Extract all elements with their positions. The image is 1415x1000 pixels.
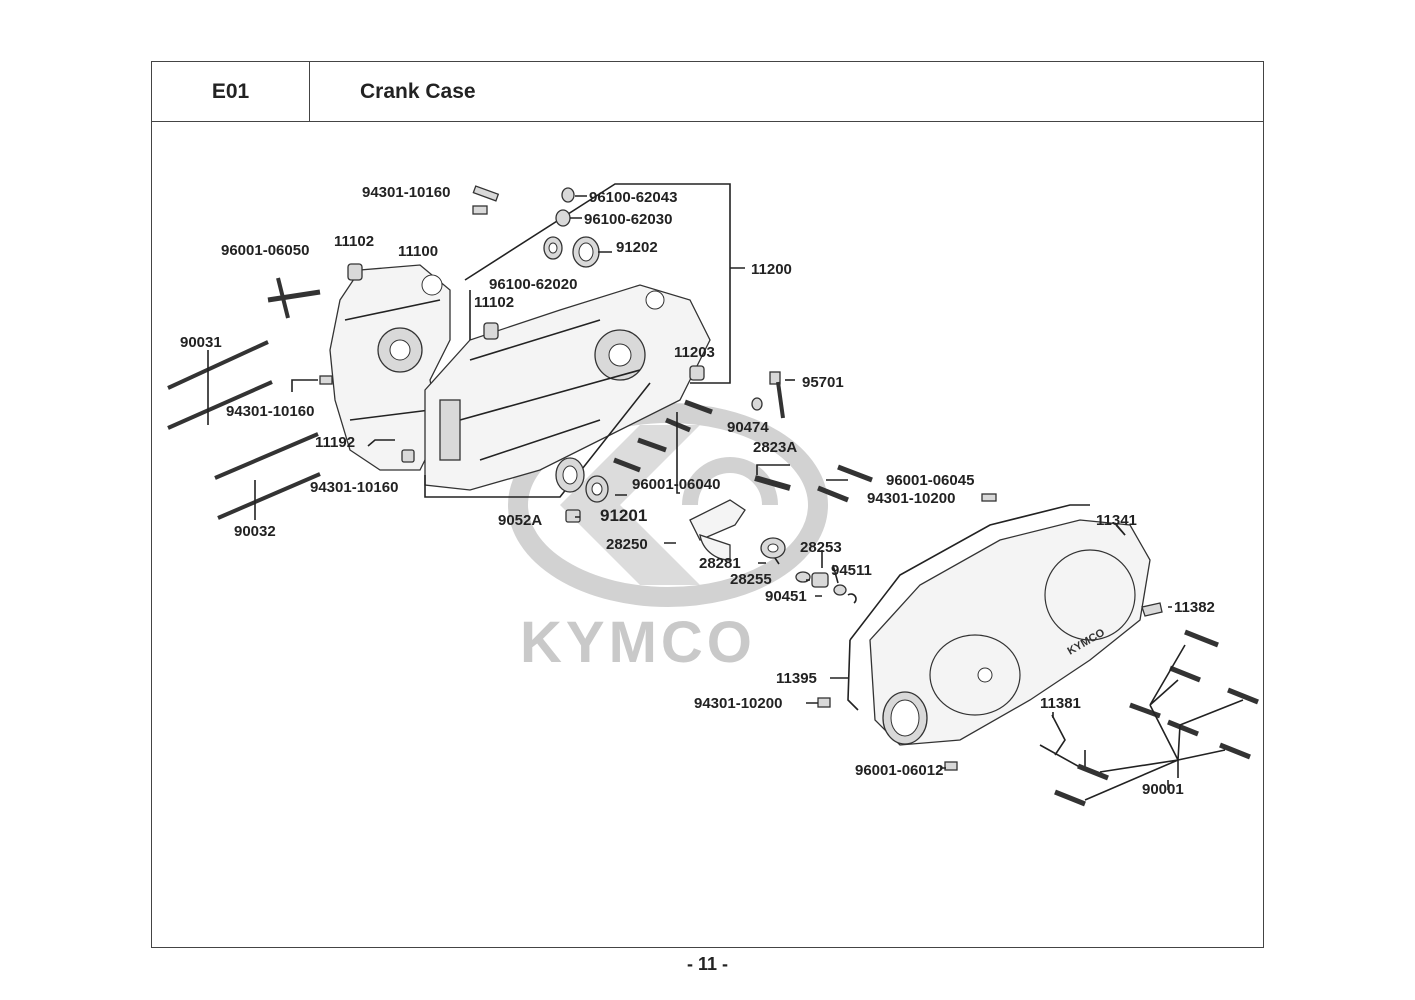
label-94511: 94511 [831,562,872,579]
label-28281: 28281 [699,555,741,572]
label-2823A: 2823A [753,439,797,456]
label-96001-06012: 96001-06012 [855,762,943,779]
label-94301-10160-top: 94301-10160 [362,184,450,201]
small-parts-top-right [751,371,795,419]
label-90031: 90031 [180,334,222,351]
label-90001: 90001 [1142,781,1184,798]
label-11100: 11100 [398,243,438,260]
label-28253: 28253 [800,539,842,556]
label-96001-06045: 96001-06045 [886,472,974,489]
label-96100-62043: 96100-62043 [589,189,677,206]
studs-bolts-left [167,185,500,520]
kymco-watermark-logo: KYMCO [508,403,828,675]
label-96100-62020: 96100-62020 [489,276,577,293]
label-94301-10200-a: 94301-10200 [867,490,955,507]
page-number: - 11 - [686,954,729,974]
kymco-watermark-text: KYMCO [520,610,756,675]
label-91202: 91202 [616,239,658,256]
label-9052A: 9052A [498,512,542,529]
leader-lines-left [207,350,395,520]
label-91201: 91201 [600,506,647,525]
label-11102-a: 11102 [334,233,374,250]
part-labels: 94301-10160 96100-62043 96100-62030 9600… [180,184,1215,798]
label-28255: 28255 [730,571,772,588]
label-11102-b: 11102 [474,294,514,311]
label-11200: 11200 [751,261,792,278]
label-28250: 28250 [606,536,648,553]
bolts-center [613,399,997,503]
right-cover: KYMCO [847,504,1151,772]
label-96001-06040: 96001-06040 [632,476,720,493]
diagram-frame [151,121,1264,948]
label-90032: 90032 [234,523,276,540]
bracket-lower [424,382,651,498]
label-11395: 11395 [776,670,817,687]
label-leaders [469,195,1172,790]
label-94301-10160-low: 94301-10160 [310,479,398,496]
label-95701: 95701 [802,374,844,391]
section-title: Crank Case [309,61,1264,121]
section-code: E01 [151,61,309,121]
label-96100-62030: 96100-62030 [584,211,672,228]
crank-case-left-half [329,264,451,471]
label-11381: 11381 [1040,695,1081,712]
label-94301-10160-mid: 94301-10160 [226,403,314,420]
label-11341: 11341 [1096,512,1137,529]
label-90451: 90451 [765,588,807,605]
bearings-seals [347,187,705,523]
label-96001-06050: 96001-06050 [221,242,309,259]
label-94301-10200-b: 94301-10200 [694,695,782,712]
bolts-right [817,602,1259,807]
label-90474: 90474 [727,419,769,436]
label-11192: 11192 [315,434,355,451]
label-11382: 11382 [1174,599,1215,616]
label-11203: 11203 [674,344,715,361]
kick-starter-assembly [689,464,857,604]
